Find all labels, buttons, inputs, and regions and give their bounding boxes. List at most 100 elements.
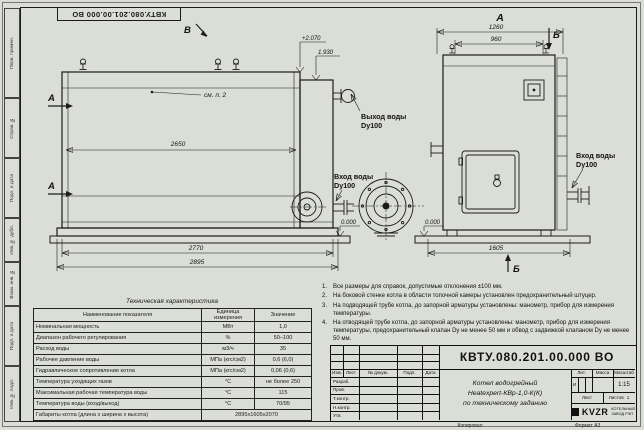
listov-label: Листов — [608, 395, 624, 400]
table-row: Диапазон рабочего регулирования%50–100 — [33, 332, 312, 345]
param-value: 115 — [254, 387, 312, 400]
kvzr-logo-text: KVZR — [581, 406, 609, 417]
top-rotated-stamp: КВТУ.080.201.00.000 ВО — [57, 7, 181, 21]
burner-front — [352, 172, 424, 242]
side-duct — [556, 57, 568, 231]
dimensions: 2650 2770 2895 1260 960 1605 — [56, 24, 571, 271]
param-unit: МПа (кгс/см2) — [201, 365, 255, 378]
copy-label: Копировал — [457, 423, 483, 429]
param-value: 50–100 — [254, 332, 312, 345]
boiler-base-frame — [56, 227, 339, 237]
note-number: 3. — [322, 302, 328, 309]
table-row: Габариты котла (длина х ширина х высота)… — [33, 409, 312, 422]
note-item: 3.На подводящей трубе котла, до запорной… — [322, 303, 635, 319]
safety-valve-icon — [79, 58, 87, 73]
product-line2: Heatexpert-КВр-1,0-К(К) — [467, 390, 543, 398]
param-name: Гидравлическое сопротивление котла — [33, 365, 202, 378]
lit-label: Лит. — [577, 370, 586, 376]
boiler-technical-drawing: 2650 2770 2895 1260 960 1605 В — [47, 12, 615, 275]
product-name: Котел водогрейный Heatexpert-КВр-1,0-К(К… — [439, 369, 571, 421]
param-name: Температура воды (вход/выход) — [33, 398, 202, 411]
sidebar-cell-sprav-no: Справ. № — [4, 98, 20, 158]
param-name: Максимальная рабочая температура воды — [33, 387, 202, 400]
note-text: Все размеры для справок, допустимые откл… — [333, 284, 503, 290]
param-unit: °С — [201, 376, 255, 389]
furnace-door — [458, 150, 520, 214]
sidebar-label: Подп. и дата — [9, 321, 15, 351]
elevation-zero-right: 0.000 — [425, 220, 441, 226]
view-section-marks: В А А А Б Б см. п. 2 — [47, 12, 560, 275]
burner-side — [290, 191, 328, 223]
product-line3: по техническому заданию — [463, 400, 547, 408]
param-unit: % — [201, 332, 255, 345]
tech-header-value: Значение — [254, 307, 312, 323]
water-inlet-front-label: Вход воды — [576, 151, 615, 160]
sidebar-cell-podp-data-2: Подп. и дата — [4, 306, 20, 366]
dim-2650: 2650 — [170, 141, 186, 148]
kvzr-logo-icon — [571, 407, 579, 416]
note-text: На боковой стенке котла в области топочн… — [333, 293, 597, 300]
param-name: Температура уходящих газов — [33, 376, 202, 389]
company-line2: ЗАВОД РЭП — [611, 411, 634, 416]
list-label: Лист — [582, 395, 592, 400]
notes-list: 1. Все размеры для справок, допустимые от… — [322, 284, 635, 345]
param-value: 1,0 — [254, 321, 312, 334]
massa-label: Масса — [595, 370, 610, 376]
param-unit: °С — [201, 387, 255, 400]
company-logo: KVZR КОТЕЛЬНЫЙ ЗАВОД РЭП — [571, 403, 635, 420]
param-name: Габариты котла (длина х ширина х высота) — [33, 409, 202, 422]
water-inlet-side-label: Вход воды — [334, 172, 373, 181]
inlet-pipe-front — [567, 186, 590, 205]
elevation-marks: +2.070 1.930 0.000 0.000 — [295, 36, 444, 237]
param-value: 70/95 — [254, 398, 312, 411]
section-a-mark-bottom: А — [47, 181, 55, 192]
boiler-body-front — [442, 54, 556, 231]
inlet-pipe-side — [333, 200, 354, 215]
col-izm: Изм. — [332, 370, 342, 376]
vent-valve-icon — [448, 44, 456, 56]
tech-table: Наименование показателя Единица измерени… — [33, 307, 312, 422]
lit-value: И — [572, 382, 577, 387]
water-outlet-dy: Dy100 — [361, 121, 382, 130]
masshtab-label: Масштаб — [614, 370, 634, 376]
ground-line — [49, 235, 591, 244]
scale-value: 1:15 — [618, 381, 630, 388]
section-b-mark-top: Б — [553, 30, 560, 41]
section-a-mark-top: А — [47, 93, 55, 104]
row-utv: Утв. — [333, 413, 342, 419]
see-note-2-label: см. п. 2 — [204, 92, 227, 99]
dim-2895: 2895 — [189, 259, 205, 266]
param-value: 35 — [254, 343, 312, 356]
col-doc: № докум. — [367, 370, 389, 376]
row-tkontr: Т.контр. — [333, 395, 350, 401]
sidebar-cell-inv-dubl: Инв. № дубл. — [4, 218, 20, 262]
row-prov: Пров. — [333, 387, 346, 393]
listov-cell: Листов 1 — [603, 392, 635, 403]
boiler-side-view — [56, 58, 355, 237]
note-item: 4.На отводящей трубе котла, до запорной … — [322, 320, 635, 344]
format-label: Формат А3 — [575, 423, 601, 429]
product-line1: Котел водогрейный — [472, 380, 538, 388]
tech-header-unit: Единица измерения — [201, 307, 255, 323]
param-value: 0,06 (0,6) — [254, 365, 312, 378]
dim-1260: 1260 — [489, 24, 504, 31]
sidebar-label: Инв. № подл. — [9, 379, 15, 409]
note-number: 1. — [322, 284, 328, 290]
tech-table-title: Техническая характеристика — [125, 298, 219, 305]
param-name: Расход воды — [33, 343, 202, 356]
water-inlet-side-dy: Dy100 — [334, 181, 355, 190]
view-b-label: В — [184, 25, 191, 36]
note-item: 2.На боковой стенке котла в области топо… — [322, 293, 635, 301]
row-nkontr: Н.контр. — [333, 404, 351, 410]
note-text: На отводящей трубе котла, до запорной ар… — [333, 320, 630, 342]
col-list: Лист — [346, 370, 356, 376]
sidebar-cell-perv-primen: Перв. примен. — [4, 8, 20, 98]
pipe-labels: Вход воды Dy100 Выход воды Dy100 Вход во… — [334, 94, 615, 201]
tech-header-name: Наименование показателя — [33, 307, 202, 323]
